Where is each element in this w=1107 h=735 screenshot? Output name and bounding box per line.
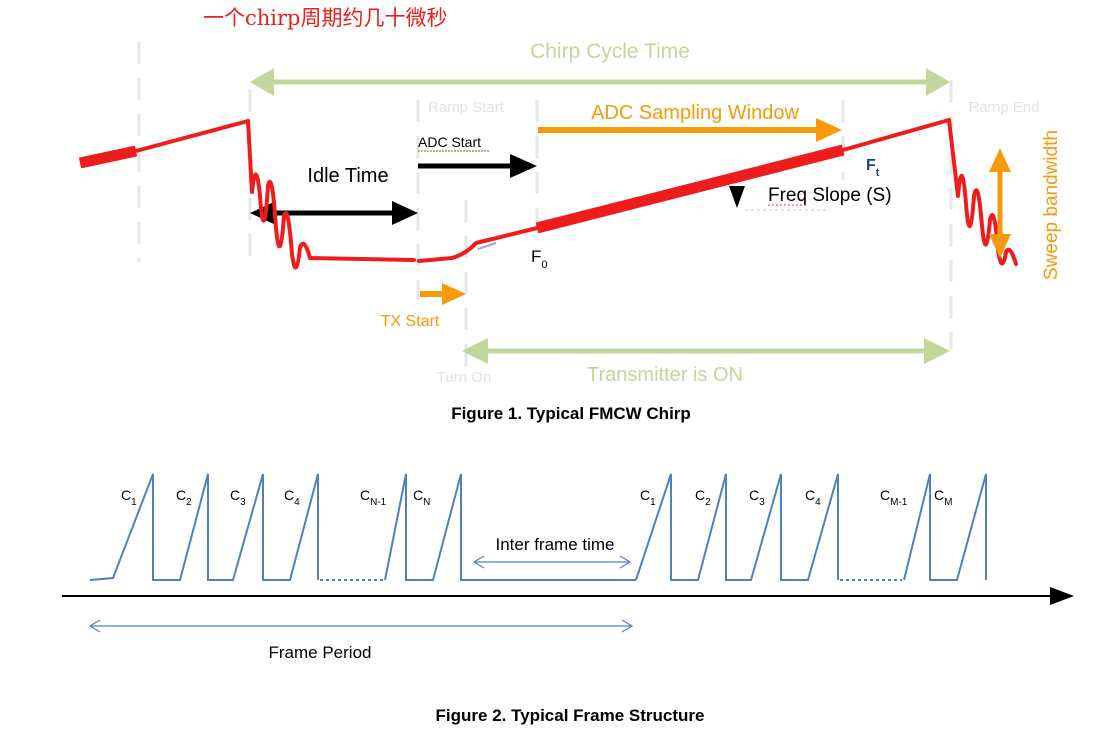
frame-1-chirp-sawtooth bbox=[89, 473, 636, 581]
chirp-duration-note: 一个chirp周期约几十微秒 bbox=[203, 6, 448, 30]
chirp-label-c2: C2 bbox=[176, 487, 192, 508]
ramp-end-label: Ramp End bbox=[969, 99, 1040, 116]
ramp-end-ringing bbox=[947, 118, 1018, 266]
ramp-start-label: Ramp Start bbox=[428, 99, 505, 116]
f0-tick bbox=[477, 242, 497, 250]
turn-on-label: Turn On bbox=[437, 369, 491, 386]
chirp-cycle-time-arrow bbox=[250, 68, 950, 96]
frame-period-arrow bbox=[88, 619, 634, 633]
chirp-label-cm: CM bbox=[934, 487, 952, 508]
time-axis-arrow bbox=[62, 587, 1074, 605]
adc-start-label: ADC Start bbox=[418, 134, 481, 150]
freq-slope-marker-icon bbox=[729, 186, 745, 208]
sweep-bandwidth-label: Sweep bandwidth bbox=[1041, 130, 1062, 280]
chirp-label-c1: C1 bbox=[640, 487, 656, 508]
adc-ramp-thick bbox=[535, 144, 845, 234]
frame-period-label: Frame Period bbox=[269, 643, 372, 662]
frame-1-chirp-labels: C1 C2 C3 C4 CN-1 CN bbox=[121, 487, 430, 508]
chirp-label-c4: C4 bbox=[805, 487, 821, 508]
ramp-down-ringing bbox=[246, 119, 416, 270]
frame-2-chirp-sawtooth bbox=[635, 473, 987, 581]
transmitter-on-label: Transmitter is ON bbox=[587, 364, 743, 386]
previous-ramp-thin bbox=[134, 119, 250, 153]
figure-1-caption: Figure 1. Typical FMCW Chirp bbox=[451, 404, 691, 423]
chirp-label-c3: C3 bbox=[230, 487, 246, 508]
chirp-label-cn-1: CN-1 bbox=[360, 487, 387, 508]
sweep-bandwidth-arrow bbox=[989, 148, 1011, 258]
chirp-label-c4: C4 bbox=[284, 487, 300, 508]
freq-slope-label: Freq Slope (S) bbox=[768, 185, 892, 206]
figure-2-caption: Figure 2. Typical Frame Structure bbox=[436, 706, 705, 725]
chirp-label-cn: CN bbox=[413, 487, 430, 508]
chirp-label-cm-1: CM-1 bbox=[880, 487, 908, 508]
tx-start-arrow bbox=[420, 283, 466, 305]
fmcw-chirp-waveform bbox=[78, 118, 1018, 270]
previous-ramp-thick bbox=[78, 145, 138, 169]
adc-sampling-window-arrow bbox=[538, 118, 842, 142]
inter-frame-time-arrow bbox=[472, 555, 632, 569]
transmitter-on-arrow bbox=[462, 338, 950, 364]
adc-sampling-window-label: ADC Sampling Window bbox=[591, 102, 799, 124]
ramp-start-transition bbox=[417, 226, 539, 263]
chirp-cycle-time-label: Chirp Cycle Time bbox=[530, 40, 690, 63]
ft-label: Ft bbox=[866, 157, 880, 179]
f0-label: F0 bbox=[531, 247, 548, 271]
chirp-label-c3: C3 bbox=[749, 487, 765, 508]
figure-2: C1 C2 C3 C4 CN-1 CN C1 C2 C3 C4 CM-1 CM … bbox=[62, 473, 1074, 725]
inter-frame-time-label: Inter frame time bbox=[495, 535, 614, 554]
chirp-label-c1: C1 bbox=[121, 487, 137, 508]
adc-start-arrow bbox=[418, 154, 537, 178]
tx-start-label: TX Start bbox=[381, 313, 440, 330]
chirp-label-c2: C2 bbox=[695, 487, 711, 508]
figure-1: Chirp Cycle Time Ramp Start Ramp End Tur… bbox=[78, 40, 1062, 423]
ramp-end-segment bbox=[841, 118, 951, 152]
frame-2-chirp-labels: C1 C2 C3 C4 CM-1 CM bbox=[640, 487, 952, 508]
idle-time-label: Idle Time bbox=[307, 165, 388, 187]
